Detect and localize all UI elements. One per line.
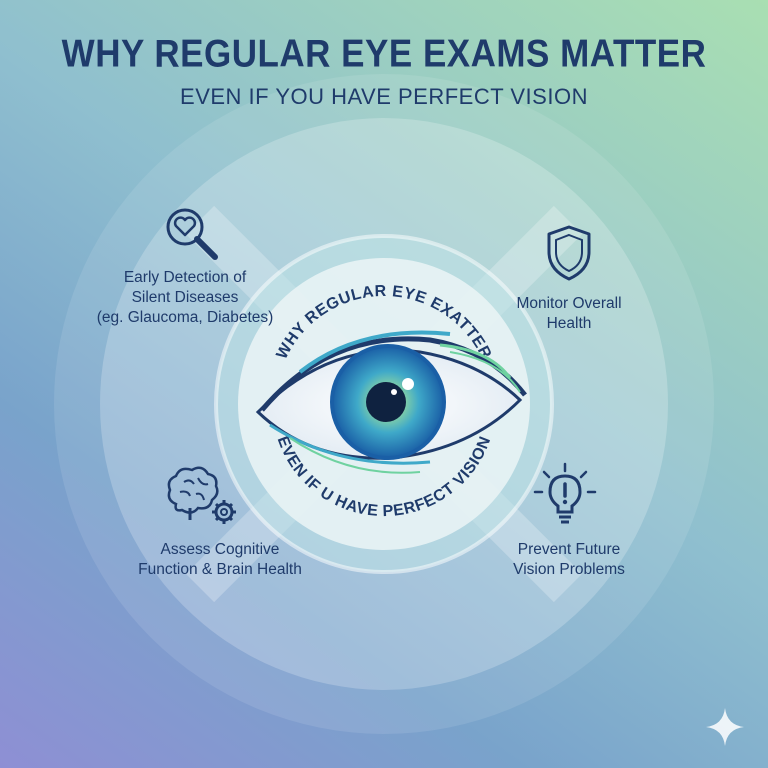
segment-line: Function & Brain Health <box>138 561 302 578</box>
eye-illustration <box>255 330 527 474</box>
segment-line: Silent Diseases <box>131 289 239 306</box>
segment-line: Prevent Future <box>517 541 621 558</box>
segment-line: Assess Cognitive <box>160 541 280 558</box>
shield-icon <box>547 225 591 281</box>
page-subtitle: EVEN IF YOU HAVE PERFECT VISION <box>180 84 588 109</box>
segment-cognitive: Assess Cognitive Function & Brain Health <box>110 540 330 580</box>
segment-line: Health <box>546 315 592 332</box>
lightbulb-icon <box>533 462 597 524</box>
segment-prevent: Prevent Future Vision Problems <box>474 540 664 580</box>
brain-gear-icon <box>167 466 236 524</box>
pupil <box>366 382 406 422</box>
page-title: WHY REGULAR EYE EXAMS MATTER <box>61 31 707 76</box>
magnifier-heart-icon <box>166 208 218 260</box>
segment-line: (eg. Glaucoma, Diabetes) <box>96 309 274 326</box>
segment-early-detection: Early Detection of Silent Diseases (eg. … <box>70 268 300 328</box>
segment-line: Early Detection of <box>123 269 247 286</box>
segment-monitor-health: Monitor Overall Health <box>484 294 654 334</box>
segment-line: Vision Problems <box>513 561 625 578</box>
segment-line: Monitor Overall <box>516 295 622 312</box>
sparkle-icon <box>706 708 744 746</box>
